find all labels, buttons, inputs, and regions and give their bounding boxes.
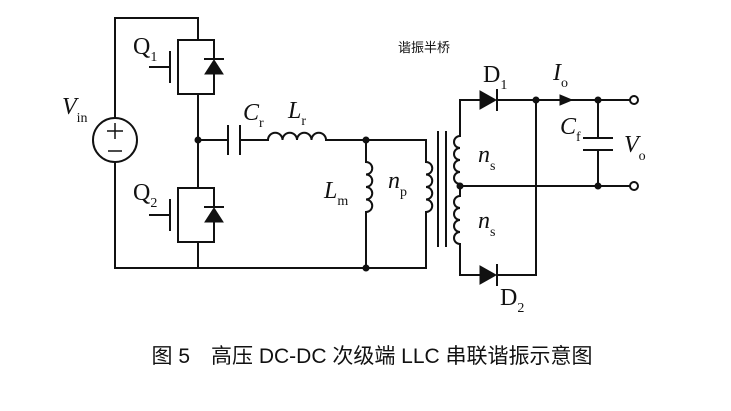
dc-source-vin <box>92 117 138 163</box>
secondary-wiring <box>459 99 631 276</box>
label-cf: Cf <box>560 114 581 145</box>
transformer-core <box>437 131 447 247</box>
label-cr: Cr <box>243 100 264 131</box>
output-terminals <box>629 95 639 191</box>
label-lr: Lr <box>287 98 306 129</box>
secondary-junctions <box>532 96 602 190</box>
transformer-secondary <box>453 99 464 276</box>
figure-caption: 图 5 高压 DC-DC 次级端 LLC 串联谐振示意图 <box>151 345 592 368</box>
mosfet-q1 <box>149 39 224 95</box>
current-arrow-io <box>559 94 574 106</box>
diode-d2 <box>479 264 498 286</box>
label-io: Io <box>552 60 568 91</box>
label-q1: Q1 <box>133 34 157 65</box>
mosfet-q2 <box>149 187 224 243</box>
label-vin: Vin <box>62 94 88 126</box>
annotation-resonant-half-bridge: 谐振半桥 <box>398 40 450 55</box>
label-q2: Q2 <box>133 180 157 211</box>
label-np: np <box>388 168 407 200</box>
capacitor-cr <box>227 125 241 155</box>
label-vo: Vo <box>624 132 646 164</box>
label-d2: D2 <box>500 285 524 316</box>
label-ns-top: ns <box>478 142 495 174</box>
primary-junctions <box>194 136 370 272</box>
transformer-primary <box>424 160 434 214</box>
diode-d1 <box>479 89 498 111</box>
label-ns-bottom: ns <box>478 208 495 240</box>
inductor-lr <box>266 131 328 142</box>
primary-wiring <box>114 17 427 269</box>
inductor-lm <box>364 160 374 214</box>
label-d1: D1 <box>483 62 507 93</box>
label-lm: Lm <box>323 178 348 209</box>
